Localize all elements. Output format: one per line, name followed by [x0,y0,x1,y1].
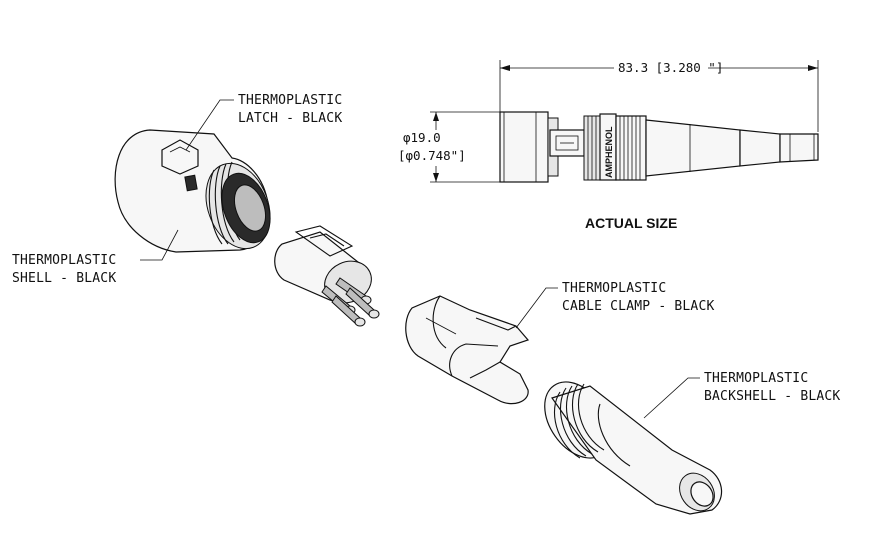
clamp-label-line2: CABLE CLAMP - BLACK [562,299,715,314]
latch-label-line1: THERMOPLASTIC [238,93,342,108]
backshell-label-line2: BACKSHELL - BLACK [704,389,840,404]
clamp-label-line1: THERMOPLASTIC [562,281,666,296]
side-view: 83.3 [3.280 "] φ19.0 [φ0.748"] AMPHENOL [396,60,819,183]
brand-marking: AMPHENOL [604,126,614,178]
thermoplastic-shell [114,129,271,253]
shell-label-line1: THERMOPLASTIC [12,253,116,268]
callout-cable-clamp: THERMOPLASTIC CABLE CLAMP - BLACK [515,281,715,329]
callout-backshell: THERMOPLASTIC BACKSHELL - BLACK [643,371,840,419]
backshell-label-line1: THERMOPLASTIC [704,371,808,386]
diameter-dimension-in: [φ0.748"] [398,148,466,163]
contact-pins [321,277,380,327]
callout-shell: THERMOPLASTIC SHELL - BLACK [12,229,179,286]
latch-label-line2: LATCH - BLACK [238,111,342,126]
shell-label-line2: SHELL - BLACK [12,271,116,286]
contact-insert [274,225,380,327]
length-dimension: 83.3 [3.280 "] [618,60,723,75]
callout-latch: THERMOPLASTIC LATCH - BLACK [185,93,342,151]
diameter-dimension-mm: φ19.0 [403,130,441,145]
cable-clamp [405,295,530,405]
backshell [544,381,723,515]
actual-size-caption: ACTUAL SIZE [585,215,677,231]
